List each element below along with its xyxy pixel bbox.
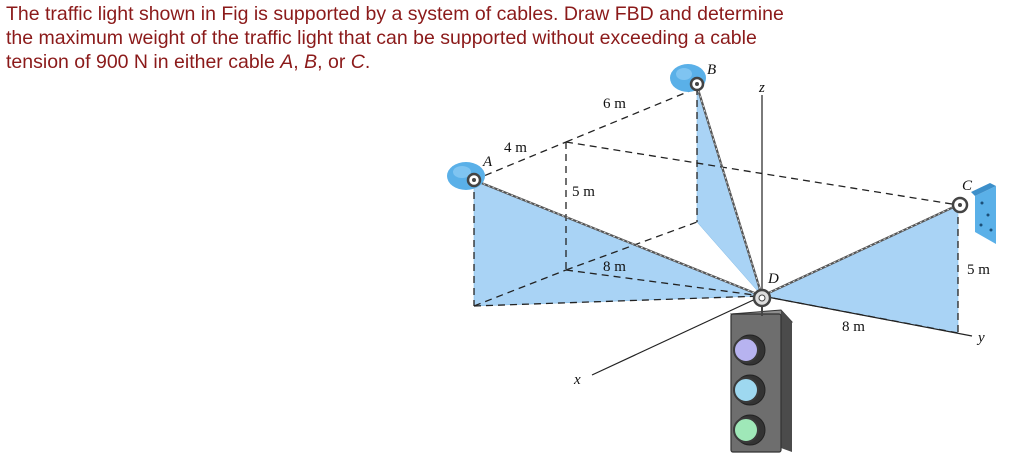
- problem-line-3: tension of 900 N in either cable A, B, o…: [6, 50, 1006, 74]
- sep-2: , or: [317, 51, 351, 73]
- support-a-icon: [447, 162, 485, 190]
- point-b-label: B: [707, 62, 716, 78]
- ring-d-icon: [752, 288, 772, 308]
- y-axis-label: y: [976, 330, 985, 346]
- dimension-8m-center: 8 m: [603, 259, 626, 275]
- point-d-label: D: [767, 271, 779, 287]
- problem-line-3-pre: tension of 900 N in either cable: [6, 51, 281, 73]
- problem-statement: The traffic light shown in Fig is suppor…: [6, 2, 1006, 74]
- dimension-8m-right: 8 m: [842, 319, 865, 335]
- x-axis: [591, 295, 763, 376]
- y-axis: [761, 295, 973, 337]
- problem-line-2: the maximum weight of the traffic light …: [6, 27, 757, 49]
- sep-1: ,: [293, 51, 305, 73]
- point-a-label: A: [482, 154, 493, 170]
- cable-b-ref: B: [304, 51, 318, 73]
- dimension-5m-right: 5 m: [967, 262, 990, 278]
- x-axis-label: x: [573, 372, 581, 388]
- problem-line-3-post: .: [364, 51, 371, 73]
- triangle-c: [761, 204, 959, 334]
- dimension-5m-left: 5 m: [572, 184, 595, 200]
- cable-a-ref: A: [280, 51, 294, 73]
- support-b-icon: [670, 64, 706, 92]
- dimension-6m: 6 m: [603, 96, 626, 112]
- support-c-icon: [951, 183, 996, 244]
- problem-line-1: The traffic light shown in Fig is suppor…: [6, 3, 784, 25]
- traffic-light-icon: [729, 306, 794, 453]
- point-c-label: C: [962, 178, 973, 194]
- dimension-4m: 4 m: [504, 140, 527, 156]
- z-axis-label: z: [758, 80, 765, 96]
- cable-c-ref: C: [350, 51, 365, 73]
